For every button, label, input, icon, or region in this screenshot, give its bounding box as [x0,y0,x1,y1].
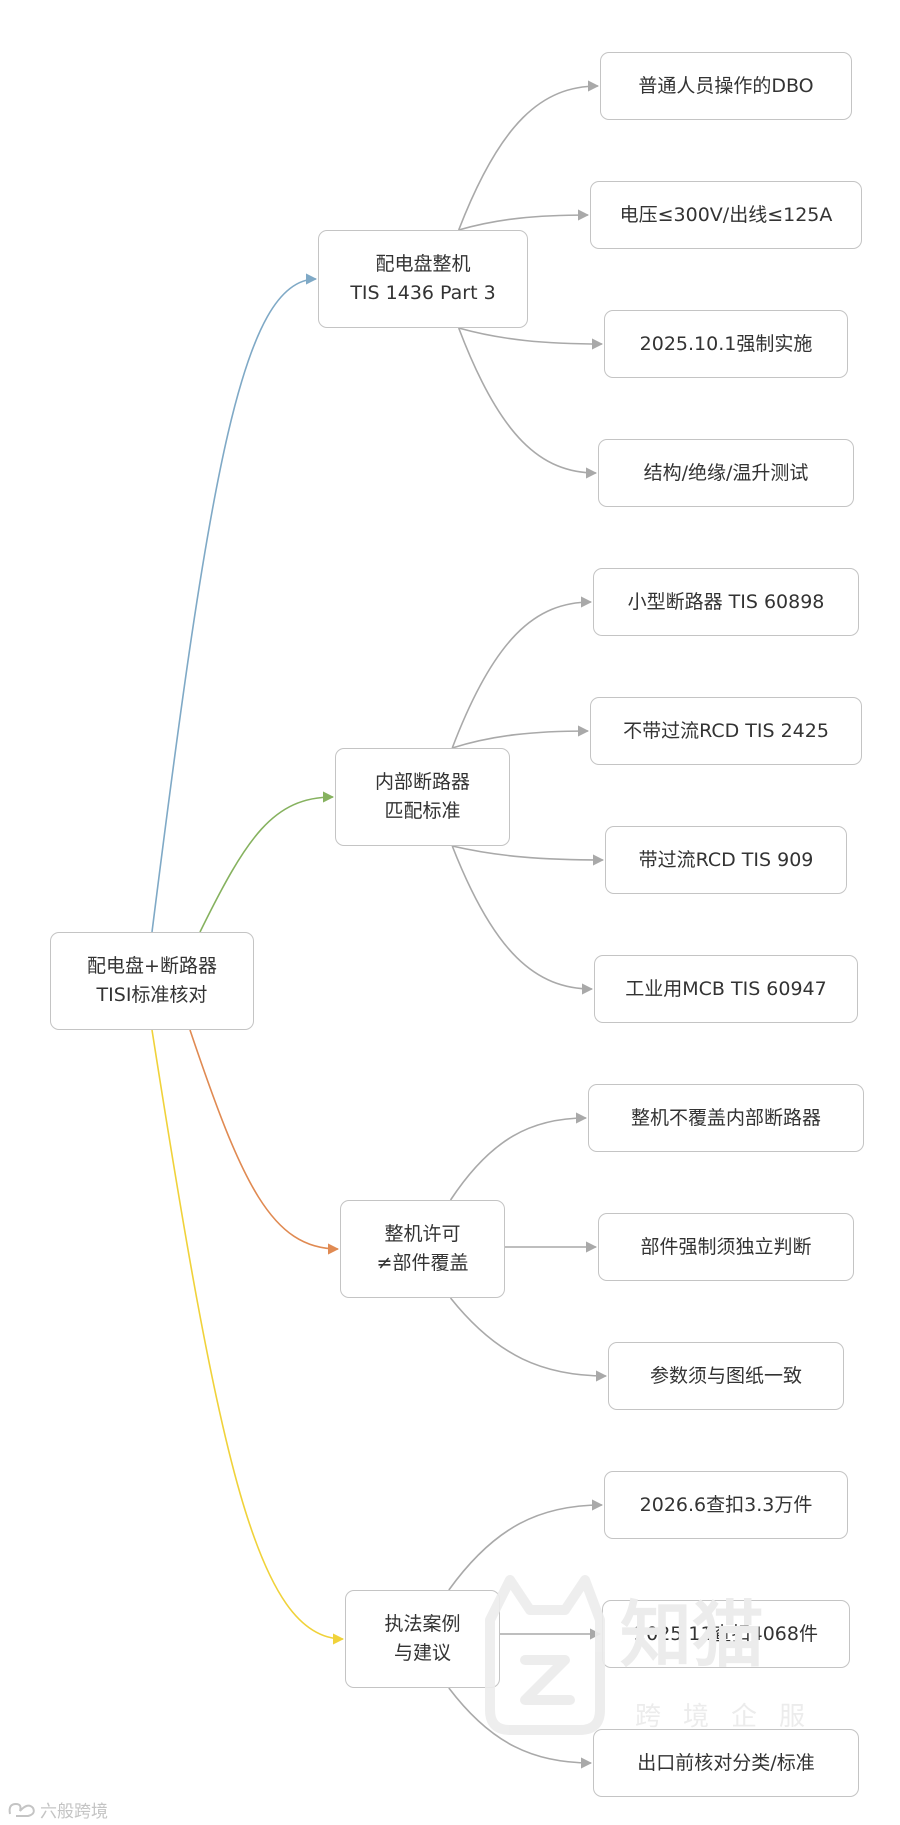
leaf-node-3-2: 部件强制须独立判断 [598,1213,854,1281]
leaf-node-4-2: 2025.11查扣4068件 [602,1600,850,1668]
leaf-node-4-1: 2026.6查扣3.3万件 [604,1471,848,1539]
branch-edge-1-3 [458,327,604,350]
leaf-node-2-4: 工业用MCB TIS 60947 [594,955,858,1023]
branch-node-3: 整机许可 ≠部件覆盖 [340,1200,505,1298]
branch-edge-1-1 [457,80,600,231]
leaf-node-4-3: 出口前核对分类/标准 [593,1729,859,1797]
branch-edge-4-1 [448,1499,604,1591]
branch-edge-2-4 [451,845,594,995]
branch-edge-2-2 [452,725,590,749]
root-edge-4 [151,1029,345,1645]
leaf-node-1-4: 结构/绝缘/温升测试 [598,439,854,507]
footer-logo-text: 六般跨境 [40,1802,108,1822]
branch-node-2: 内部断路器 匹配标准 [335,748,510,846]
branch-node-1: 配电盘整机 TIS 1436 Part 3 [318,230,528,328]
leaf-node-2-2: 不带过流RCD TIS 2425 [590,697,862,765]
footer-logo-icon [8,1802,35,1817]
root-edge-1 [151,273,318,933]
leaf-node-1-2: 电压≤300V/出线≤125A [590,181,862,249]
root-edge-3 [189,1029,340,1255]
leaf-node-3-1: 整机不覆盖内部断路器 [588,1084,864,1152]
root-edge-2 [199,791,335,933]
leaf-node-3-3: 参数须与图纸一致 [608,1342,844,1410]
branch-edge-4-3 [448,1687,593,1769]
footer-logo: 六般跨境 [6,1797,108,1822]
branch-edge-3-3 [449,1297,608,1382]
branch-edge-1-4 [457,327,598,479]
leaf-node-2-1: 小型断路器 TIS 60898 [593,568,859,636]
root-node: 配电盘+断路器 TISI标准核对 [50,932,254,1030]
leaf-node-2-3: 带过流RCD TIS 909 [605,826,847,894]
branch-node-4: 执法案例 与建议 [345,1590,500,1688]
leaf-node-1-3: 2025.10.1强制实施 [604,310,848,378]
leaf-node-1-1: 普通人员操作的DBO [600,52,852,120]
branch-edge-3-1 [449,1112,588,1201]
branch-edge-2-1 [451,596,593,749]
branch-edge-2-3 [452,845,605,866]
branch-edge-1-2 [458,209,590,231]
